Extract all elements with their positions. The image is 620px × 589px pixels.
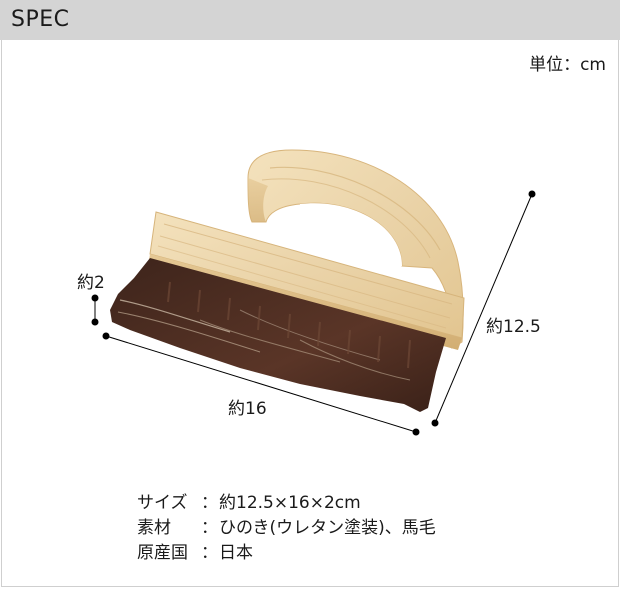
height-dimension-label: 約2 (77, 273, 105, 293)
height-dimension (91, 294, 99, 326)
spec-separator: ： (201, 493, 218, 513)
spec-separator: ： (201, 543, 218, 563)
width-dimension-label: 約16 (228, 399, 267, 419)
spec-value: ひのき(ウレタン塗装)、馬毛 (219, 518, 436, 538)
width-dimension (102, 332, 420, 436)
spec-label: 素材 (137, 518, 171, 538)
depth-dimension (431, 190, 536, 427)
spec-value: 約12.5×16×2cm (219, 493, 361, 513)
spec-row-origin: 原産国 ： 日本 (137, 541, 436, 566)
spec-row-material: 素材 ： ひのき(ウレタン塗装)、馬毛 (137, 516, 436, 541)
brush-bristles (110, 258, 446, 412)
content-frame (1, 40, 619, 587)
unit-label: 単位：cm (529, 55, 606, 75)
depth-dimension-label: 約12.5 (486, 317, 541, 337)
spec-value: 日本 (219, 543, 253, 563)
spec-separator: ： (201, 518, 218, 538)
spec-row-size: サイズ ： 約12.5×16×2cm (137, 491, 436, 516)
spec-label: 原産国 (137, 543, 188, 563)
brush-handle (247, 149, 464, 349)
spec-label: サイズ (137, 493, 188, 513)
spec-list: サイズ ： 約12.5×16×2cm 素材 ： ひのき(ウレタン塗装)、馬毛 原… (137, 491, 436, 566)
header-bar: SPEC (0, 0, 620, 40)
header-title: SPEC (11, 7, 70, 32)
